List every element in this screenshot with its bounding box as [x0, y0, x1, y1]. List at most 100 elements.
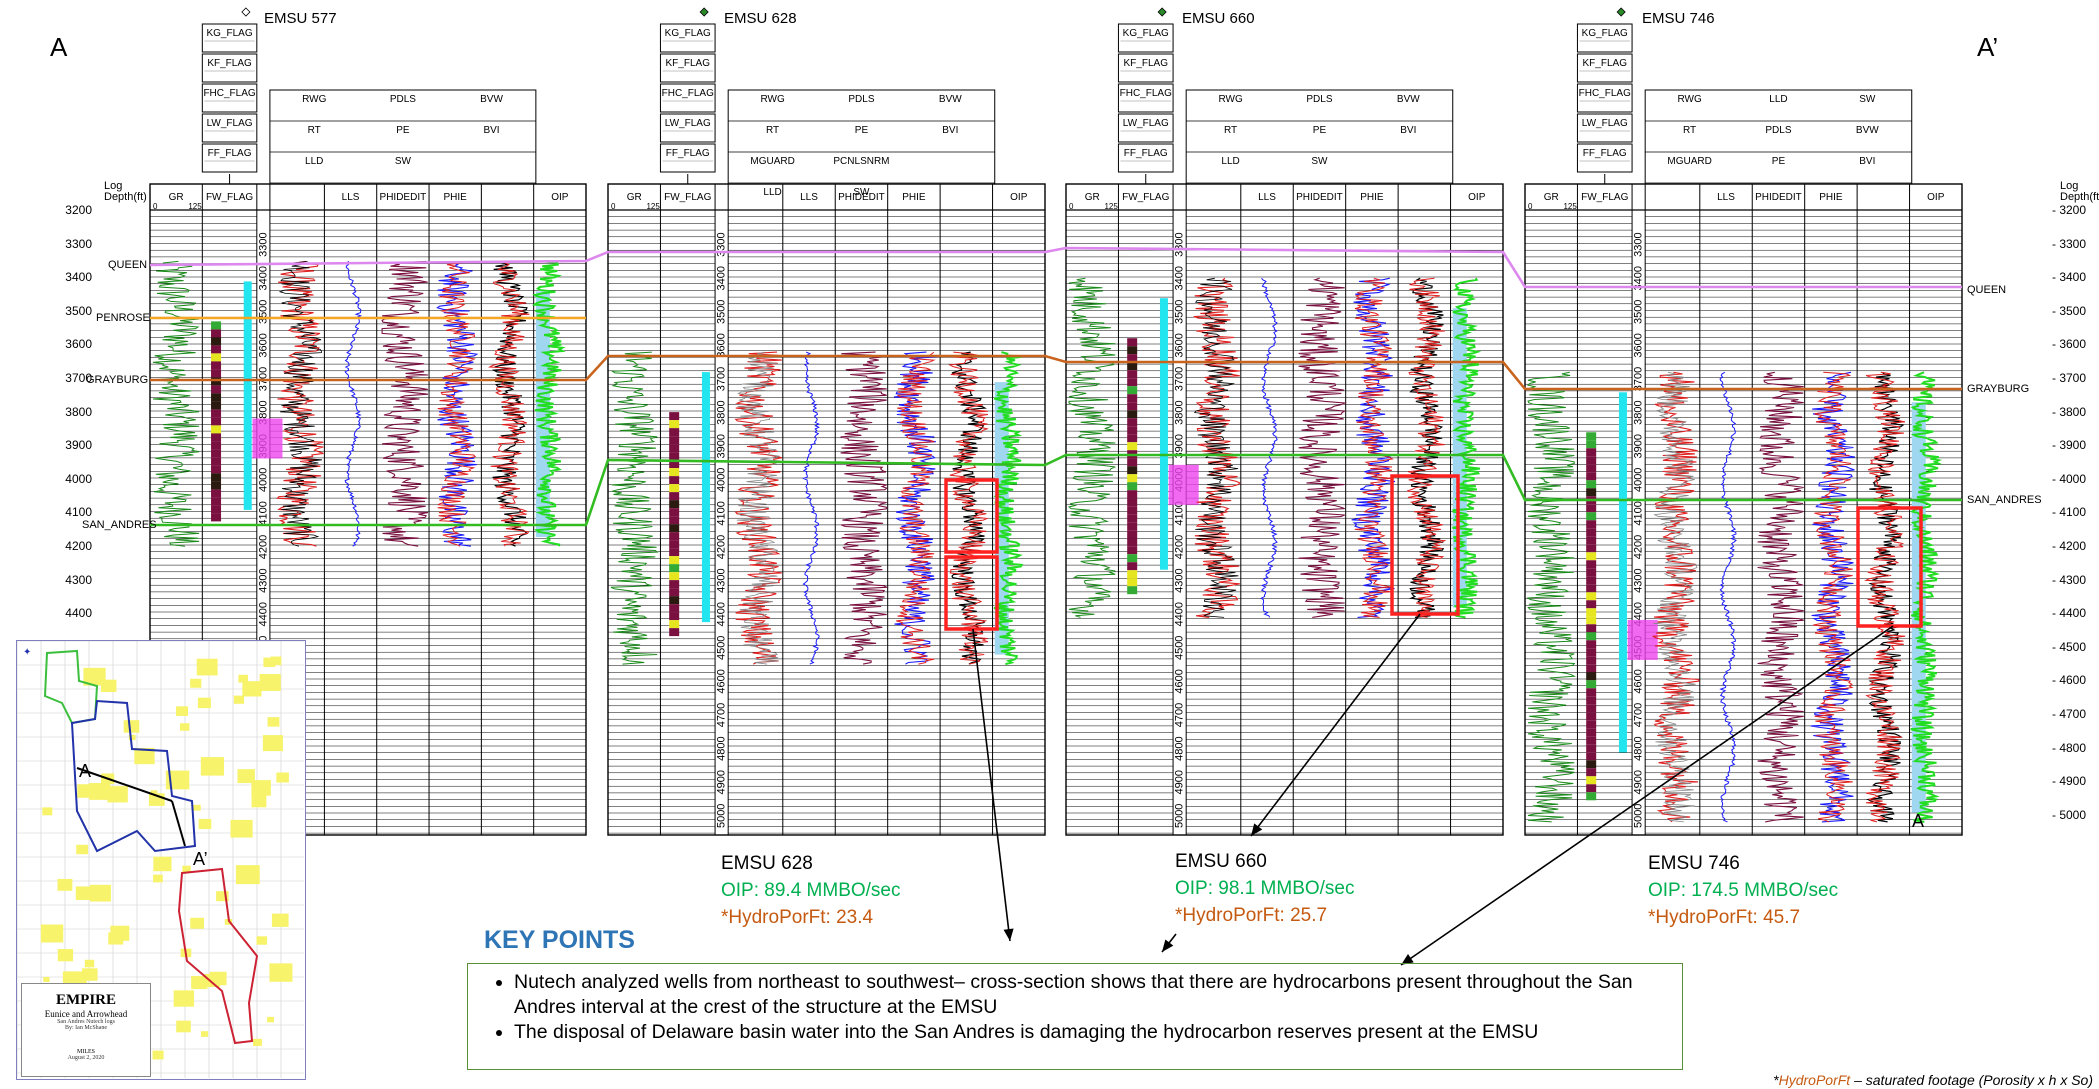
flag-block [1586, 544, 1597, 553]
curve-header: PDLS [1306, 94, 1332, 105]
map-lease-tract [176, 1020, 191, 1033]
curve-header: PE [1313, 125, 1327, 136]
key-point-item: The disposal of Delaware basin water int… [514, 1020, 1668, 1045]
flag-block [1586, 688, 1597, 697]
flag-block [1586, 472, 1597, 481]
map-lease-tract [83, 667, 106, 686]
flag-block [1586, 592, 1597, 601]
map-lease-tract [262, 735, 283, 752]
flag-block [1127, 522, 1138, 531]
map-lease-tract [123, 720, 140, 733]
arrowhead-icon [1401, 954, 1414, 965]
phidedit-curve [1757, 371, 1804, 823]
flag-header: FHC_FLAG [1579, 88, 1631, 99]
flag-cyan-strip [1159, 298, 1168, 570]
map-lease-tract [269, 963, 293, 982]
resistivity-curve-alt [736, 351, 781, 665]
map-lease-tract [75, 886, 93, 900]
depth-tick-label: - 3200 [2052, 203, 2087, 217]
flag-block [1127, 586, 1138, 595]
flag-block [1127, 458, 1138, 467]
summary-hydroporft: *HydroPorFt: 23.4 [721, 907, 874, 928]
grayburg-line [150, 354, 1962, 391]
curve-header: PE [855, 125, 869, 136]
flag-block [211, 377, 222, 386]
flag-block [1586, 464, 1597, 473]
curve-header: RWG [302, 94, 326, 105]
map-lease-tract [108, 932, 124, 945]
flag-header: FF_FLAG [1124, 148, 1168, 159]
track-depth-label: 3900 [716, 434, 728, 458]
resistivity-curve [1652, 371, 1700, 823]
map-lease-tract [176, 706, 189, 716]
flag-header: KF_FLAG [207, 58, 252, 69]
flag-block [1586, 456, 1597, 465]
flag-block [1586, 512, 1597, 521]
track-header: PHIE [1819, 192, 1843, 203]
flag-block [669, 628, 680, 637]
curve-header: RT [1224, 125, 1237, 136]
flag-block [1127, 434, 1138, 443]
track-depth-label: 4400 [716, 602, 728, 626]
flag-header: LW_FLAG [207, 118, 253, 129]
map-point-a: A [79, 761, 92, 781]
footnote: *HydroPorFt – saturated footage (Porosit… [1773, 1072, 2093, 1088]
track-depth-label: 3400 [716, 266, 728, 290]
resistivity-curve-alt [1653, 371, 1698, 823]
flag-block [1586, 536, 1597, 545]
track-header: GR [1085, 192, 1100, 203]
track-depth-label: 3500 [716, 300, 728, 324]
track-header: LLS [1717, 192, 1735, 203]
track-depth-label: 4300 [716, 568, 728, 592]
flag-block [669, 556, 680, 565]
map-lease-tract [233, 695, 245, 704]
flag-magenta-strip [1168, 464, 1199, 505]
log-curves [152, 260, 1943, 823]
summary-well-name: EMSU 628 [721, 853, 813, 874]
map-lease-tract [251, 795, 267, 808]
flag-block [1586, 664, 1597, 673]
flag-block [1586, 736, 1597, 745]
map-lease-tract [242, 681, 262, 697]
highlight-box [1856, 506, 1923, 628]
track-depth-label: 4600 [1174, 669, 1186, 693]
curve-header: RT [308, 125, 321, 136]
well-title-628: EMSU 628 [724, 10, 797, 27]
curve-header: RWG [1218, 94, 1242, 105]
section-end-label: A’ [1977, 32, 1999, 62]
track-depth-label: 4000 [257, 468, 269, 492]
sw-curve [491, 260, 530, 547]
flag-block [1586, 752, 1597, 761]
map-lease-tract [216, 891, 229, 902]
curve-header: SW [395, 156, 412, 167]
curve-header: BVI [1859, 156, 1875, 167]
flag-magenta-strip [252, 418, 283, 459]
well-title-660: EMSU 660 [1182, 10, 1255, 27]
highlight-boxes [944, 474, 1923, 631]
track-depth-label: 4100 [1174, 501, 1186, 525]
track-depth-label: 3500 [1174, 300, 1186, 324]
flag-block [211, 393, 222, 402]
map-lease-tract [198, 818, 212, 830]
track-depth-label: 3700 [716, 367, 728, 391]
flag-block [211, 425, 222, 434]
highlight-box [1390, 474, 1460, 616]
depth-tick-label: - 4000 [2052, 471, 2087, 486]
track-header: PHIE [444, 192, 468, 203]
phie-curve-red [1354, 277, 1394, 618]
track-depth-label: 3300 [1174, 232, 1186, 256]
track-depth-label: 3400 [257, 266, 269, 290]
highlight-box [944, 478, 999, 554]
location-map: ✦ A A’ EMPIRE Eunice and Arrowhead San A… [16, 640, 306, 1080]
track-depth-label: 3500 [257, 300, 269, 324]
curve-header: BVW [939, 94, 962, 105]
flag-block [1586, 792, 1597, 801]
flag-block [1586, 448, 1597, 457]
map-lease-tract [200, 757, 224, 776]
flag-block [211, 353, 222, 362]
flag-header: KG_FLAG [1582, 28, 1628, 39]
track-header: GR [627, 192, 642, 203]
track-depth-label: 3300 [257, 232, 269, 256]
flag-block [669, 564, 680, 573]
map-lease-tract [128, 734, 136, 741]
